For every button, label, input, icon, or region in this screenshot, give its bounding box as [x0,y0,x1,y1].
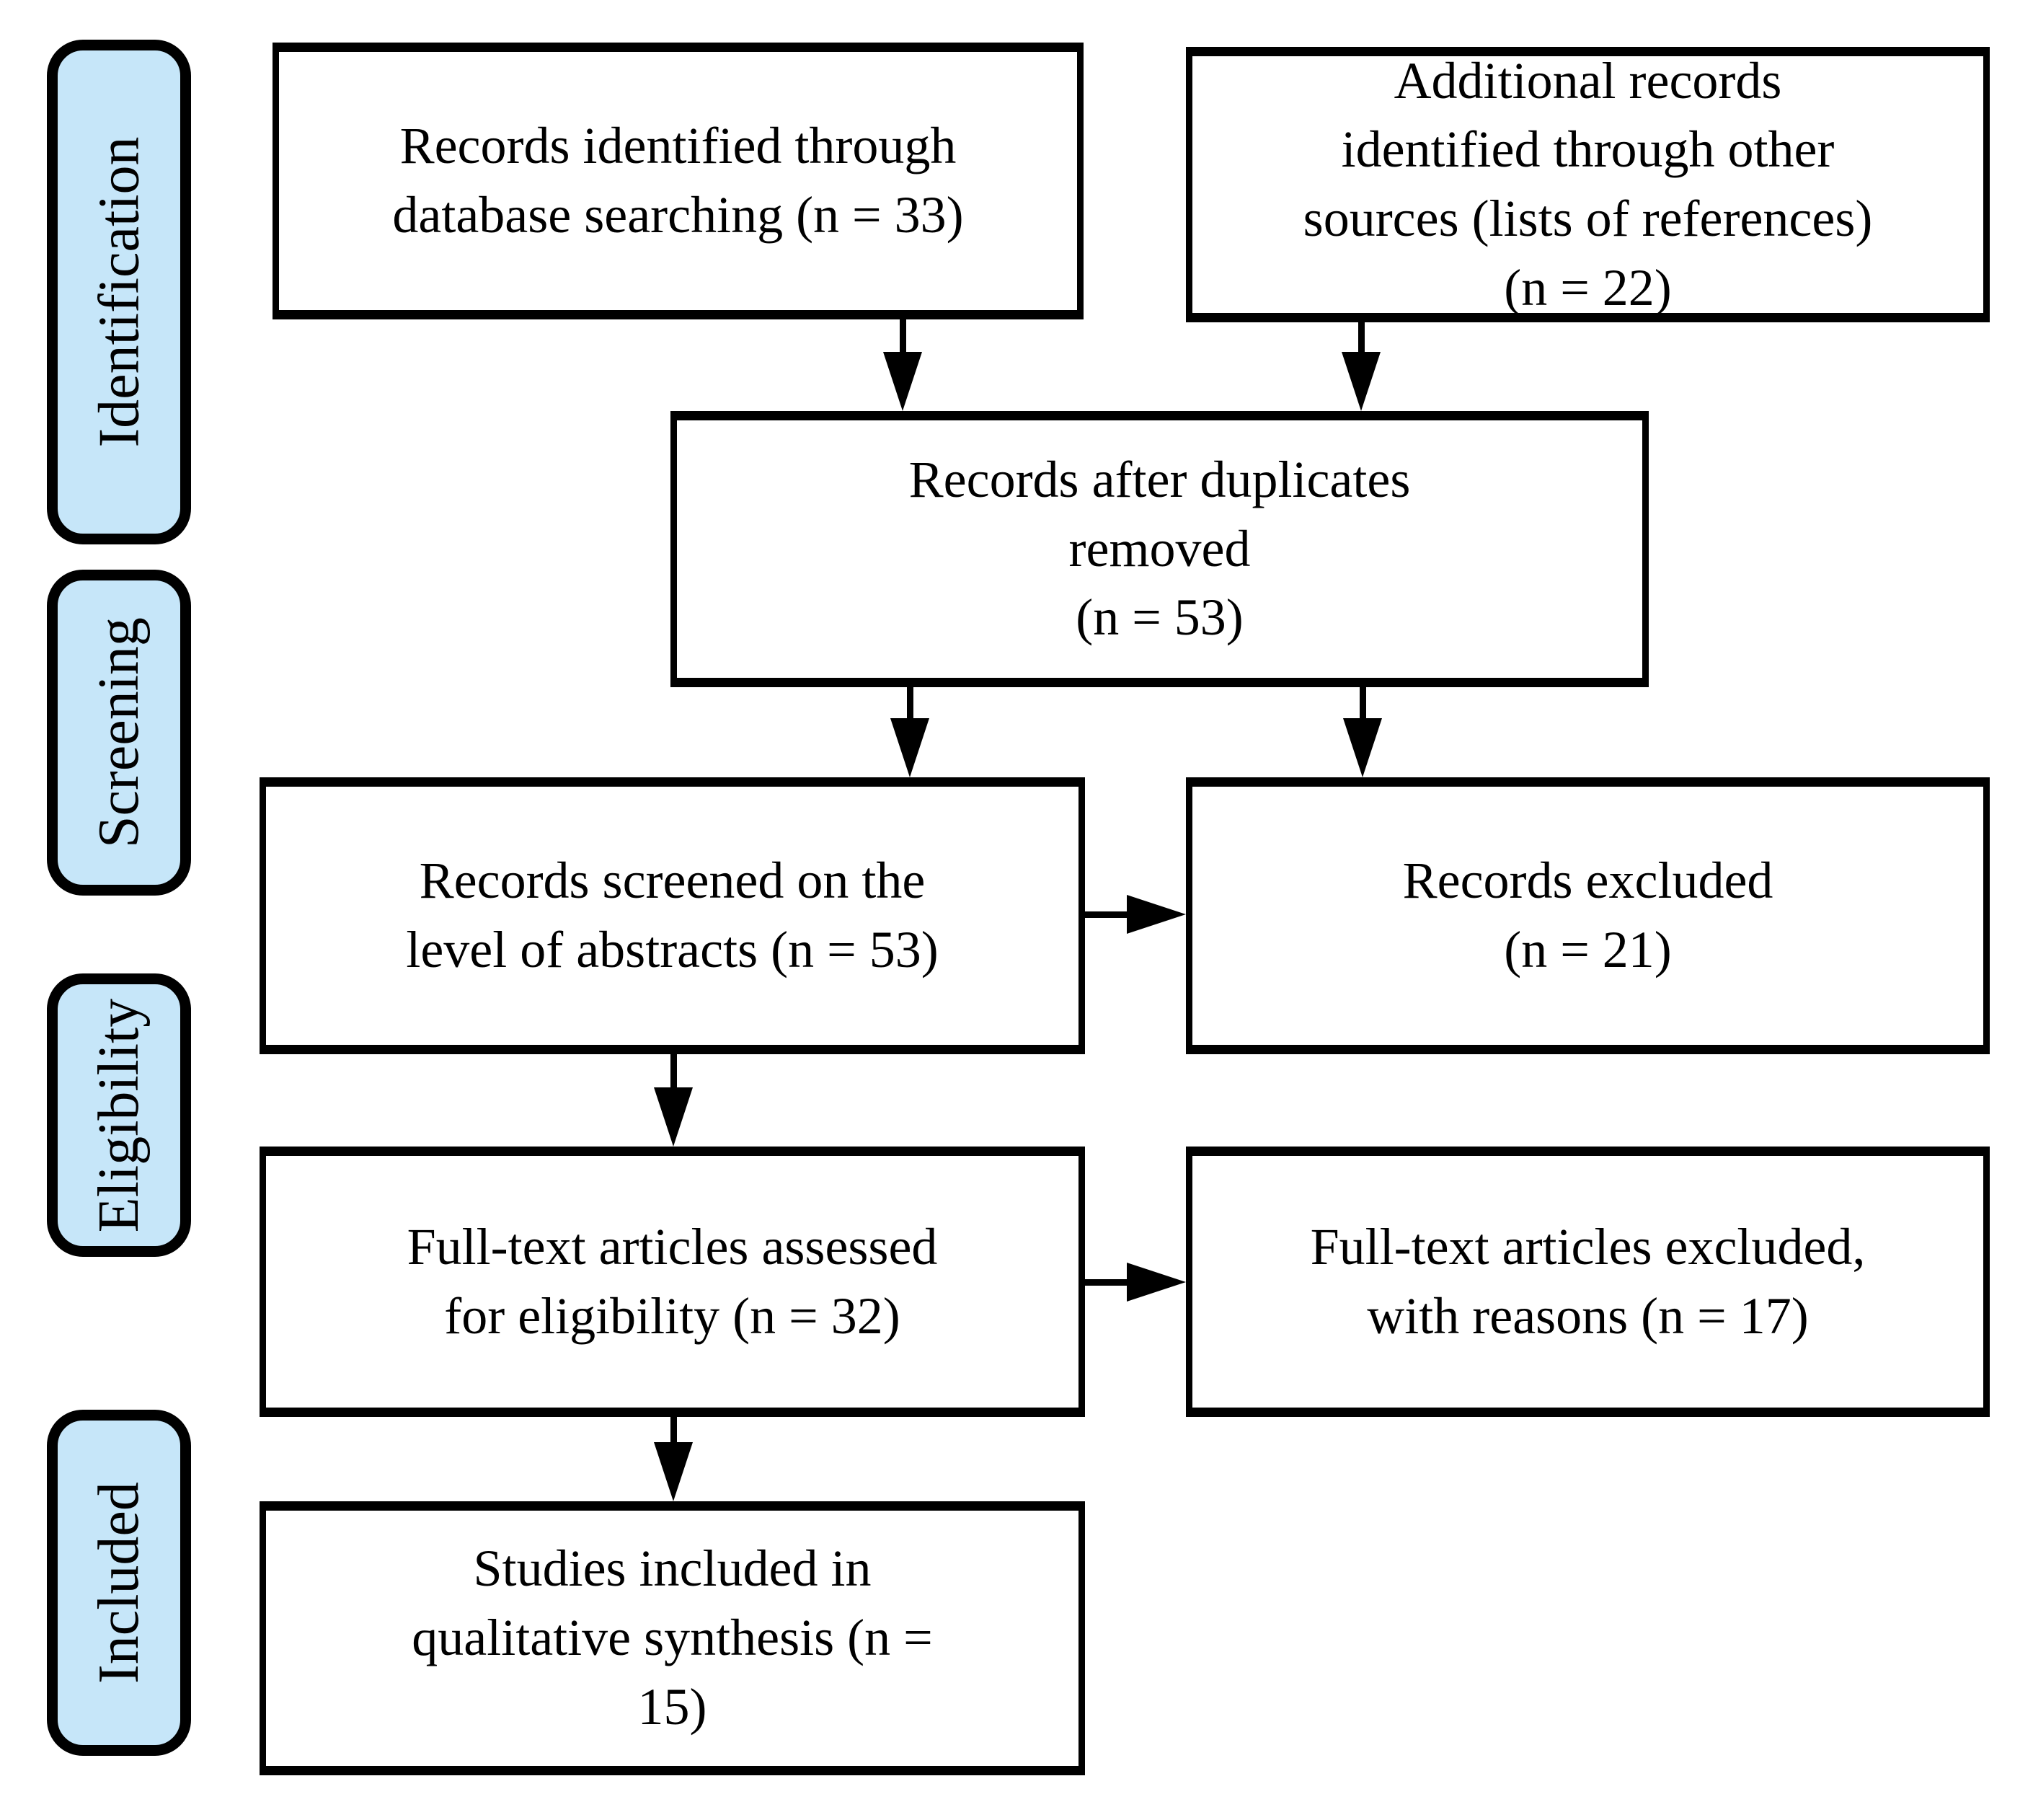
arrow-identified-to-duplicates-head [883,352,922,411]
stage-identification: Identification [47,40,191,544]
arrow-assessed-to-included-head [654,1442,693,1501]
arrow-identified-to-duplicates-stem [900,319,906,355]
arrow-additional-to-duplicates-stem [1358,322,1365,355]
stage-screening: Screening [47,570,191,896]
box-studies-included-line-1: Studies included in [473,1540,872,1598]
box-studies-included-line-2: qualitative synthesis (n = [412,1609,933,1667]
arrow-duplicates-to-screened-stem [907,687,913,722]
stage-identification-label: Identification [87,136,151,448]
box-additional-records-line-1: Additional records [1394,51,1782,110]
arrow-duplicates-to-screened-head [890,718,929,777]
box-records-excluded-line-1: Records excluded [1402,852,1773,910]
box-records-identified: Records identified through database sear… [273,43,1084,319]
arrow-assessed-to-excluded-head [1127,1263,1186,1302]
box-fulltext-excluded-line-1: Full-text articles excluded, [1310,1217,1866,1276]
box-records-screened-line-2: level of abstracts (n = 53) [406,921,939,979]
stage-included: Included [47,1410,191,1756]
box-after-duplicates-line-3: (n = 53) [1076,588,1244,647]
box-after-duplicates: Records after duplicates removed (n = 53… [670,411,1649,687]
stage-included-label: Included [87,1482,151,1684]
box-additional-records-line-3: sources (lists of references) [1303,190,1873,247]
box-records-identified-line-1: Records identified through [399,117,957,175]
box-after-duplicates-line-2: removed [1068,519,1251,578]
arrow-additional-to-duplicates-head [1342,352,1381,411]
box-records-identified-line-2: database searching (n = 33) [392,186,964,244]
arrow-screened-to-assessed-stem [670,1054,677,1090]
stage-eligibility-label: Eligibility [87,998,151,1232]
box-studies-included-line-3: 15) [637,1677,707,1736]
arrow-duplicates-to-excluded-head [1343,718,1382,777]
stage-eligibility: Eligibility [47,973,191,1257]
arrow-screened-to-excluded-stem [1085,911,1132,918]
box-records-screened-line-1: Records screened on the [419,852,926,910]
arrow-assessed-to-included-stem [670,1417,677,1449]
box-records-screened: Records screened on the level of abstrac… [260,777,1085,1054]
arrow-duplicates-to-excluded-stem [1360,687,1366,722]
box-after-duplicates-line-1: Records after duplicates [908,450,1411,508]
box-additional-records-line-4: (n = 22) [1504,258,1672,317]
stage-screening-label: Screening [87,617,151,848]
box-fulltext-assessed-line-2: for eligibility (n = 32) [444,1286,900,1345]
box-records-excluded: Records excluded (n = 21) [1186,777,1990,1054]
box-additional-records: Additional records identified through ot… [1186,47,1990,322]
box-studies-included: Studies included in qualitative synthesi… [260,1501,1085,1775]
box-additional-records-line-2: identified through other [1341,120,1835,179]
box-records-excluded-line-2: (n = 21) [1504,921,1672,979]
arrow-screened-to-excluded-head [1127,895,1186,934]
arrow-assessed-to-excluded-stem [1085,1279,1132,1286]
box-fulltext-excluded-line-2: with reasons (n = 17) [1367,1286,1809,1345]
box-fulltext-assessed: Full-text articles assessed for eligibil… [260,1147,1085,1417]
box-fulltext-excluded: Full-text articles excluded, with reason… [1186,1147,1990,1417]
box-fulltext-assessed-line-1: Full-text articles assessed [407,1217,938,1276]
arrow-screened-to-assessed-head [654,1087,693,1147]
